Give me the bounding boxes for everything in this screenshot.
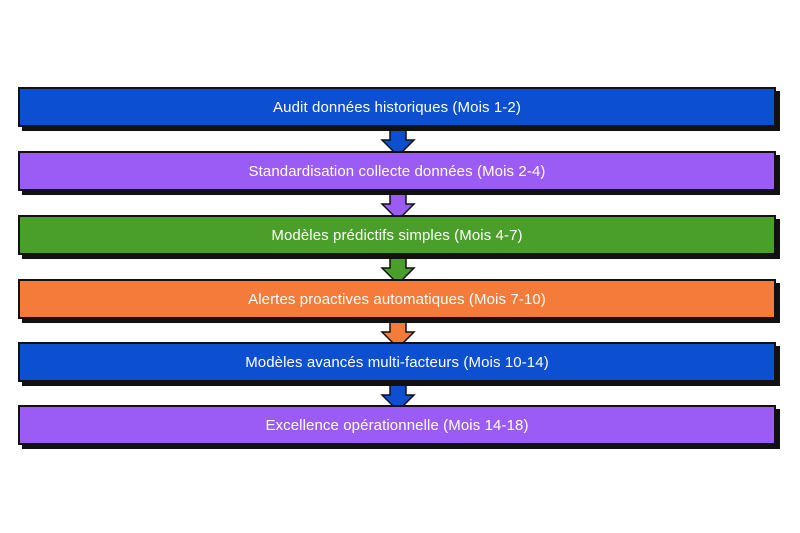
step-5-modeles-avances: Modèles avancés multi-facteurs (Mois 10-…	[18, 342, 776, 382]
step-3-label: Modèles prédictifs simples (Mois 4-7)	[271, 226, 523, 244]
step-3-modeles-simples: Modèles prédictifs simples (Mois 4-7)	[18, 215, 776, 255]
step-4-alertes: Alertes proactives automatiques (Mois 7-…	[18, 279, 776, 319]
step-5-label: Modèles avancés multi-facteurs (Mois 10-…	[245, 353, 549, 371]
step-4-label: Alertes proactives automatiques (Mois 7-…	[248, 290, 546, 308]
step-1-label: Audit données historiques (Mois 1-2)	[273, 98, 521, 116]
step-2-label: Standardisation collecte données (Mois 2…	[248, 162, 546, 180]
step-6-label: Excellence opérationnelle (Mois 14-18)	[265, 416, 529, 434]
step-1-audit: Audit données historiques (Mois 1-2)	[18, 87, 776, 127]
step-6-excellence: Excellence opérationnelle (Mois 14-18)	[18, 405, 776, 445]
step-2-standardisation: Standardisation collecte données (Mois 2…	[18, 151, 776, 191]
